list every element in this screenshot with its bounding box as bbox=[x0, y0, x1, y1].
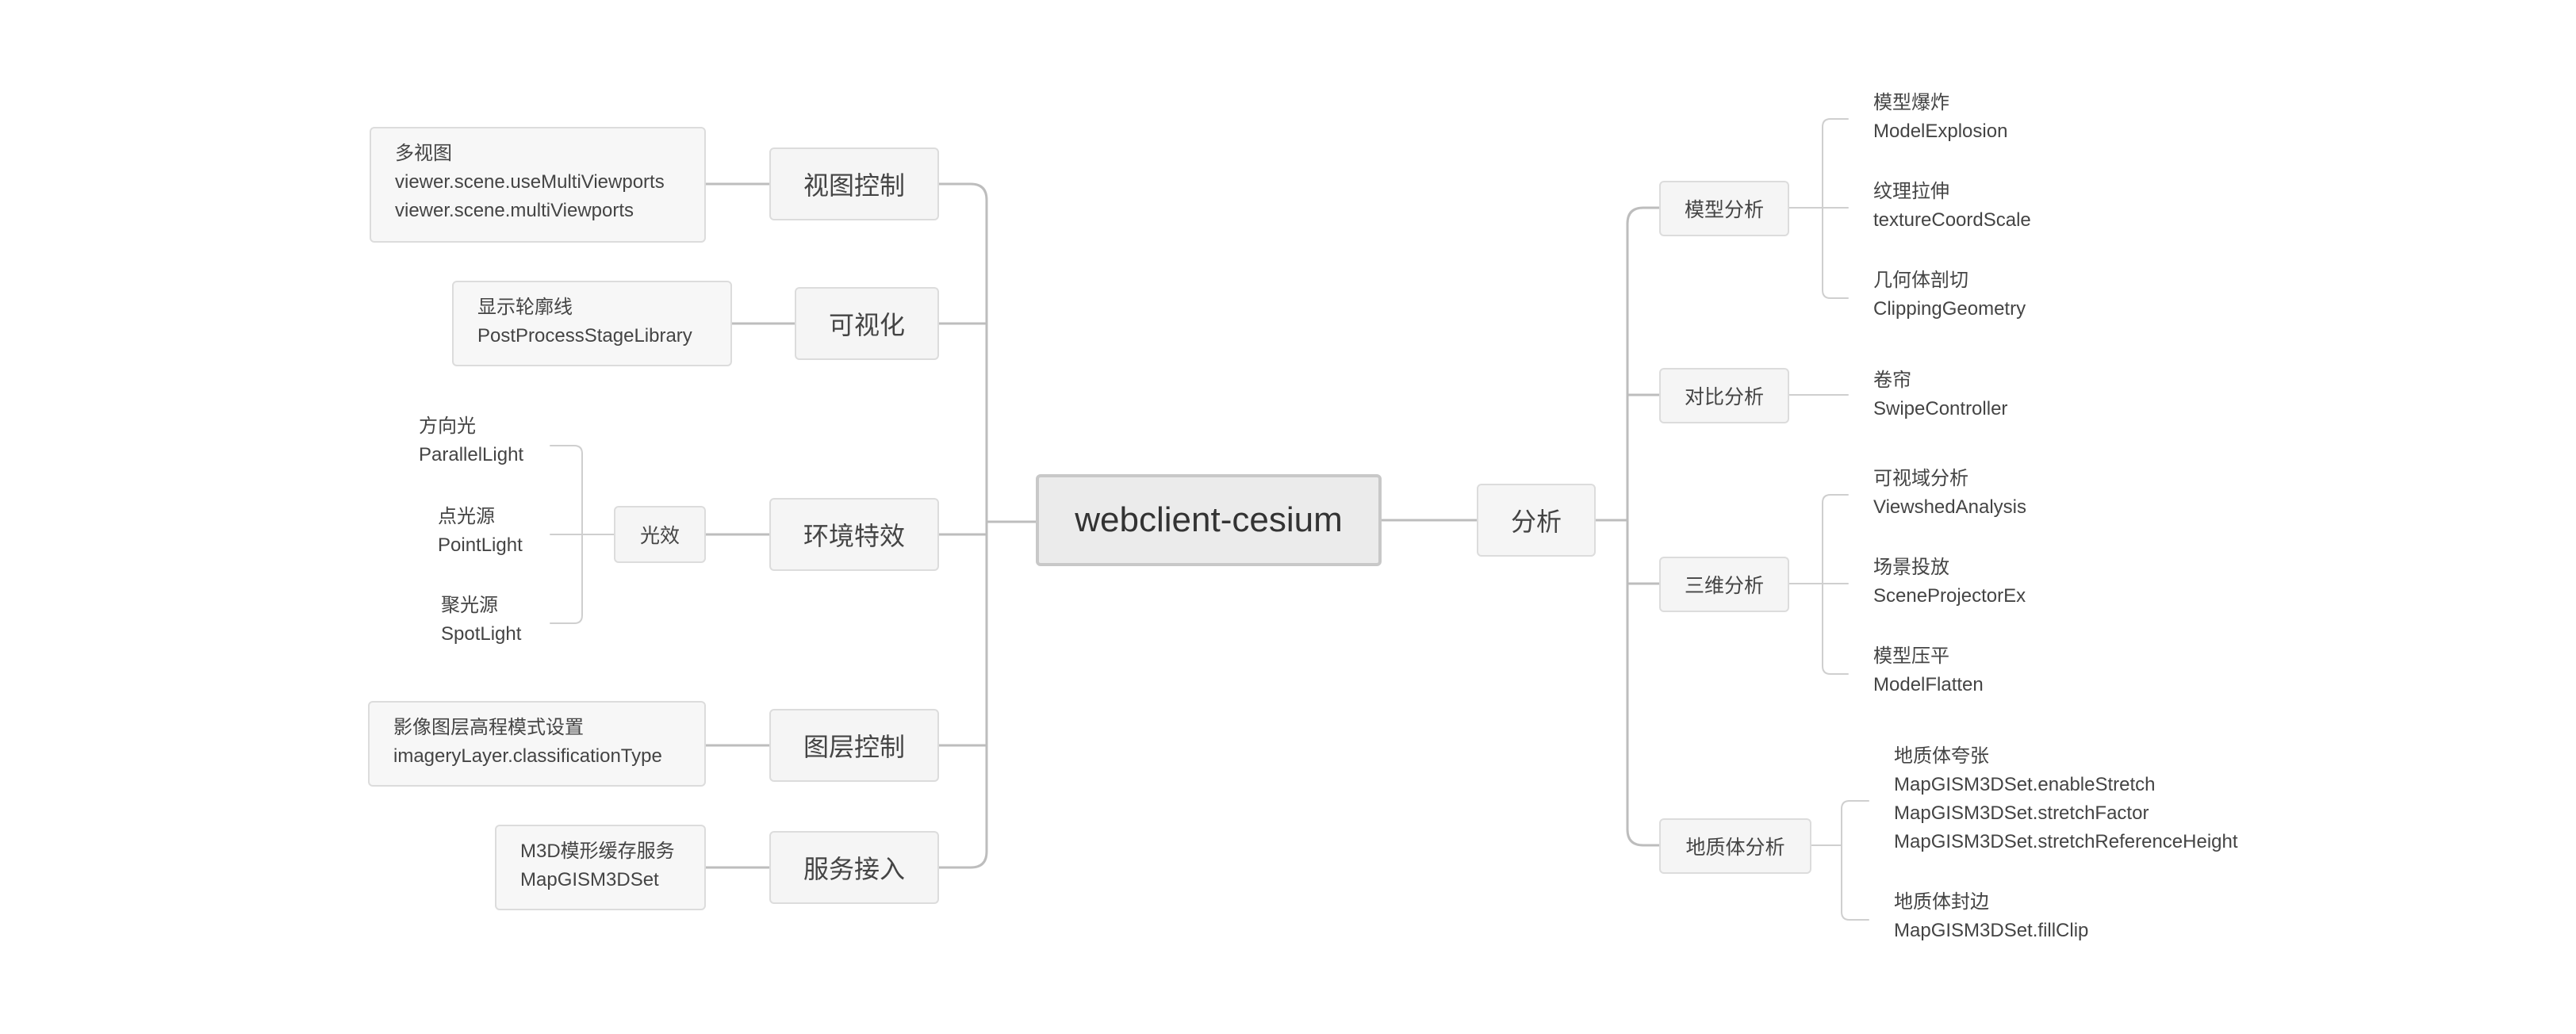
note-line: 多视图 bbox=[395, 143, 452, 164]
leaf-model-explosion: 模型爆炸 ModelExplosion bbox=[1873, 89, 2007, 146]
note-view-control: 多视图 viewer.scene.useMultiViewports viewe… bbox=[370, 127, 706, 243]
group-3d-analysis[interactable]: 三维分析 bbox=[1659, 557, 1789, 612]
topic-label: 环境特效 bbox=[803, 522, 905, 550]
leaf-code: MapGISM3DSet.enableStretch bbox=[1894, 774, 2156, 795]
note-service-access: M3D模形缓存服务 MapGISM3DSet bbox=[495, 825, 706, 910]
leaf-code: ModelExplosion bbox=[1873, 121, 2008, 142]
topic-label: 图层控制 bbox=[803, 733, 905, 761]
leaf-code: ParallelLight bbox=[419, 444, 524, 465]
leaf-code: ClippingGeometry bbox=[1873, 298, 2026, 320]
leaf-title: 地质体夸张 bbox=[1894, 745, 1989, 767]
leaf-title: 方向光 bbox=[419, 416, 476, 437]
topic-analysis[interactable]: 分析 bbox=[1477, 484, 1596, 557]
subtopic-light[interactable]: 光效 bbox=[614, 506, 706, 563]
leaf-viewshed-analysis: 可视域分析 ViewshedAnalysis bbox=[1873, 465, 2026, 522]
topic-label: 服务接入 bbox=[803, 855, 905, 883]
leaf-code: SceneProjectorEx bbox=[1873, 585, 2026, 607]
leaf-clipping-geometry: 几何体剖切 ClippingGeometry bbox=[1873, 266, 2026, 324]
leaf-point-light: 点光源 PointLight bbox=[438, 503, 523, 560]
group-model-analysis[interactable]: 模型分析 bbox=[1659, 181, 1789, 236]
group-label: 对比分析 bbox=[1684, 386, 1764, 408]
leaf-code: MapGISM3DSet.stretchReferenceHeight bbox=[1894, 831, 2238, 852]
topic-service-access[interactable]: 服务接入 bbox=[769, 831, 939, 904]
note-line: PostProcessStageLibrary bbox=[477, 325, 692, 347]
leaf-spot-light: 聚光源 SpotLight bbox=[441, 592, 521, 649]
topic-environment[interactable]: 环境特效 bbox=[769, 498, 939, 571]
topic-label: 视图控制 bbox=[803, 171, 905, 200]
leaf-code: ViewshedAnalysis bbox=[1873, 496, 2026, 518]
leaf-geology-fill-clip: 地质体封边 MapGISM3DSet.fillClip bbox=[1894, 888, 2088, 945]
note-line: viewer.scene.multiViewports bbox=[395, 200, 634, 221]
leaf-code: SpotLight bbox=[441, 623, 522, 645]
leaf-title: 点光源 bbox=[438, 506, 495, 527]
leaf-title: 几何体剖切 bbox=[1873, 270, 1968, 291]
group-contrast-analysis[interactable]: 对比分析 bbox=[1659, 368, 1789, 423]
leaf-code: textureCoordScale bbox=[1873, 209, 2031, 231]
topic-visualization[interactable]: 可视化 bbox=[795, 287, 939, 360]
note-visualization: 显示轮廓线 PostProcessStageLibrary bbox=[452, 281, 732, 366]
leaf-title: 卷帘 bbox=[1873, 370, 1911, 391]
leaf-swipe-controller: 卷帘 SwipeController bbox=[1873, 366, 2007, 423]
note-line: MapGISM3DSet bbox=[520, 869, 659, 890]
note-line: imageryLayer.classificationType bbox=[393, 745, 662, 767]
note-line: 影像图层高程模式设置 bbox=[393, 717, 584, 738]
leaf-code: MapGISM3DSet.stretchFactor bbox=[1894, 802, 2149, 824]
leaf-title: 聚光源 bbox=[441, 595, 498, 616]
leaf-code: SwipeController bbox=[1873, 398, 2008, 419]
leaf-model-flatten: 模型压平 ModelFlatten bbox=[1873, 642, 1984, 699]
group-label: 模型分析 bbox=[1684, 199, 1764, 221]
leaf-title: 模型爆炸 bbox=[1873, 92, 1949, 113]
leaf-code: PointLight bbox=[438, 534, 523, 556]
group-label: 三维分析 bbox=[1684, 575, 1764, 597]
topic-label: 分析 bbox=[1510, 507, 1562, 536]
leaf-title: 场景投放 bbox=[1873, 557, 1949, 578]
group-label: 地质体分析 bbox=[1685, 837, 1785, 859]
note-layer-control: 影像图层高程模式设置 imageryLayer.classificationTy… bbox=[368, 701, 706, 787]
leaf-title: 模型压平 bbox=[1873, 645, 1949, 667]
group-geology-analysis[interactable]: 地质体分析 bbox=[1659, 818, 1811, 874]
subtopic-label: 光效 bbox=[639, 525, 680, 547]
leaf-code: MapGISM3DSet.fillClip bbox=[1894, 920, 2089, 941]
topic-layer-control[interactable]: 图层控制 bbox=[769, 709, 939, 782]
note-line: M3D模形缓存服务 bbox=[520, 841, 675, 862]
root-node[interactable]: webclient-cesium bbox=[1036, 474, 1382, 566]
leaf-geology-stretch: 地质体夸张 MapGISM3DSet.enableStretch MapGISM… bbox=[1894, 742, 2238, 856]
topic-label: 可视化 bbox=[828, 311, 905, 339]
leaf-texture-coord-scale: 纹理拉伸 textureCoordScale bbox=[1873, 178, 2031, 235]
topic-view-control[interactable]: 视图控制 bbox=[769, 147, 939, 220]
note-line: 显示轮廓线 bbox=[477, 297, 573, 318]
note-line: viewer.scene.useMultiViewports bbox=[395, 171, 665, 193]
leaf-title: 纹理拉伸 bbox=[1873, 181, 1949, 202]
leaf-parallel-light: 方向光 ParallelLight bbox=[419, 412, 523, 469]
leaf-title: 可视域分析 bbox=[1873, 468, 1968, 489]
leaf-scene-projector: 场景投放 SceneProjectorEx bbox=[1873, 553, 2026, 611]
leaf-title: 地质体封边 bbox=[1894, 891, 1989, 913]
leaf-code: ModelFlatten bbox=[1873, 674, 1984, 695]
root-label: webclient-cesium bbox=[1075, 500, 1343, 539]
